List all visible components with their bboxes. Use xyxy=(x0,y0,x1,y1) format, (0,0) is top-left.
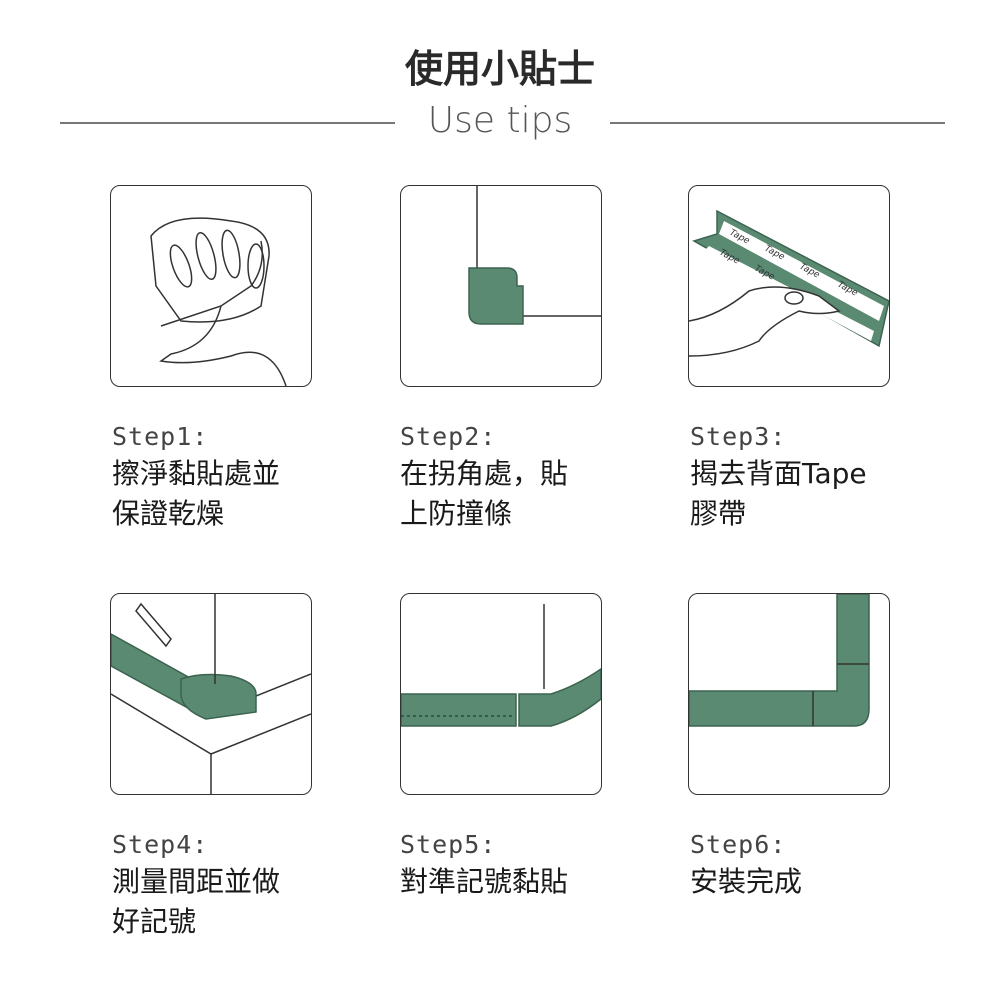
step-description-line: 測量間距並做 xyxy=(112,865,281,898)
step-label: Step6: xyxy=(690,830,787,859)
step4-illustration-measure-mark xyxy=(110,593,312,795)
step-description-line: 擦淨黏貼處並 xyxy=(112,457,281,490)
step3-illustration-peel-tape: Tape Tape Tape Tape Tape Tape xyxy=(688,185,890,387)
step-description-line: 好記號 xyxy=(112,905,197,938)
step-description-line: 安裝完成 xyxy=(690,865,803,898)
step6-illustration-complete xyxy=(688,593,890,795)
step5-illustration-align-stick xyxy=(400,593,602,795)
page-title: 使用小貼士 xyxy=(404,47,595,91)
step-label: Step4: xyxy=(112,830,209,859)
step6-caption: Step6: 安裝完成 xyxy=(690,828,920,902)
step-description-line: 揭去背面Tape xyxy=(690,457,867,490)
divider-left xyxy=(60,122,395,124)
step-label: Step3: xyxy=(690,422,787,451)
step4-caption: Step4: 測量間距並做 好記號 xyxy=(112,828,342,942)
step5-caption: Step5: 對準記號黏貼 xyxy=(400,828,630,902)
step2-caption: Step2: 在拐角處，貼 上防撞條 xyxy=(400,420,630,534)
step-description-line: 上防撞條 xyxy=(400,497,513,530)
step-label: Step1: xyxy=(112,422,209,451)
step3-caption: Step3: 揭去背面Tape 膠帶 xyxy=(690,420,950,534)
step2-illustration-corner xyxy=(400,185,602,387)
step-description-line: 膠帶 xyxy=(690,497,747,530)
step-description-line: 保證乾燥 xyxy=(112,497,225,530)
step-description-line: 對準記號黏貼 xyxy=(400,865,569,898)
divider-right xyxy=(610,122,945,124)
step-label: Step5: xyxy=(400,830,497,859)
step-description-line: 在拐角處，貼 xyxy=(400,457,569,490)
step1-illustration-hand-wiping xyxy=(110,185,312,387)
page-subtitle: Use tips xyxy=(427,100,573,141)
step-label: Step2: xyxy=(400,422,497,451)
step1-caption: Step1: 擦淨黏貼處並 保證乾燥 xyxy=(112,420,342,534)
